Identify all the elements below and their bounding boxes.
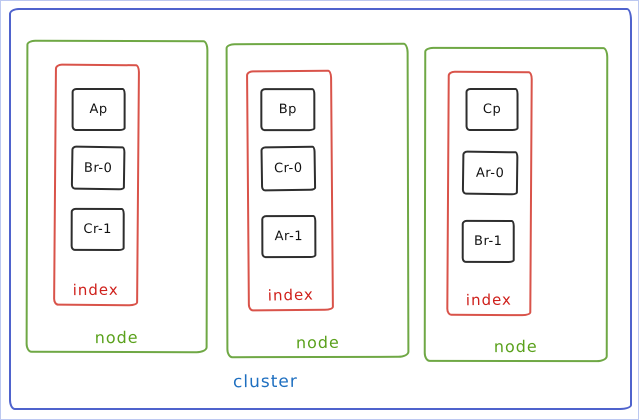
cluster-label: cluster — [232, 371, 298, 393]
index-label: index — [72, 280, 119, 300]
shard-box: Br-0 — [70, 145, 126, 191]
index-box: Cp Ar-0 Br-1 index — [446, 70, 533, 317]
shard-box: Cr-1 — [70, 207, 125, 252]
node-box: Cp Ar-0 Br-1 index node — [423, 46, 609, 363]
node-box: Ap Br-0 Cr-1 index node — [25, 39, 209, 354]
shard-label: Br-1 — [474, 233, 503, 249]
shard-label: Br-0 — [83, 160, 113, 176]
shard-box: Cp — [465, 87, 519, 131]
index-box: Ap Br-0 Cr-1 index — [53, 63, 140, 307]
node-label: node — [94, 327, 139, 348]
node-box: Bp Cr-0 Ar-1 index node — [225, 42, 410, 359]
index-label: index — [465, 290, 512, 310]
shard-label: Ar-0 — [475, 165, 505, 181]
shard-label: Cr-1 — [83, 221, 112, 237]
cluster-box — [9, 8, 632, 410]
shard-label: Cr-0 — [273, 160, 303, 177]
shard-box: Ar-0 — [461, 150, 519, 196]
index-label: index — [267, 285, 315, 305]
shard-box: Br-1 — [461, 219, 515, 263]
shard-label: Ap — [89, 101, 108, 117]
shard-label: Ar-1 — [274, 229, 304, 245]
node-label: node — [295, 332, 340, 353]
shard-box: Cr-0 — [260, 145, 317, 192]
shard-box: Bp — [260, 88, 316, 132]
shard-box: Ar-1 — [261, 215, 317, 259]
shard-label: Cp — [482, 101, 502, 117]
shard-box: Ap — [71, 87, 126, 131]
shard-label: Bp — [278, 102, 297, 118]
index-box: Bp Cr-0 Ar-1 index — [246, 69, 334, 312]
node-label: node — [493, 336, 538, 357]
